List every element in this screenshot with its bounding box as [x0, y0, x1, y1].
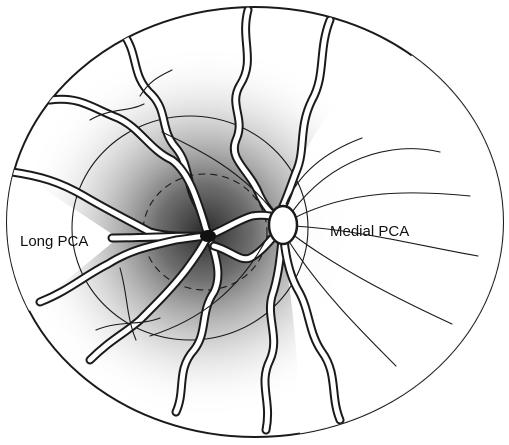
left-wedge — [7, 168, 118, 320]
medial-pca-label: Medial PCA — [330, 223, 409, 240]
perimacular-ellipse — [71, 115, 309, 341]
fine-vessels — [89, 69, 479, 367]
fovea-icon — [200, 230, 216, 242]
long-pca-label: Long PCA — [20, 233, 88, 250]
macular-dashed-ring — [142, 173, 268, 291]
major-vessels — [7, 7, 345, 435]
right-region — [280, 49, 503, 437]
optic-disc-icon — [267, 204, 299, 246]
